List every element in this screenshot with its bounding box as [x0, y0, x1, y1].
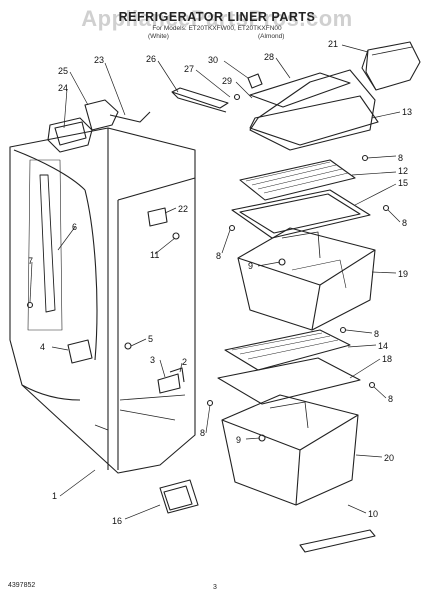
callout-number: 23 — [94, 55, 104, 65]
callout-number: 4 — [40, 342, 45, 352]
part-16-plate — [159, 479, 199, 514]
part-8-clip-e — [206, 399, 214, 407]
part-28-frame — [249, 72, 351, 108]
callout-number: 30 — [208, 55, 218, 65]
callout-number: 8 — [216, 251, 221, 261]
callout-number: 26 — [146, 54, 156, 64]
callout-number: 22 — [178, 204, 188, 214]
part-18-frame — [217, 357, 361, 405]
footer-page-number: 3 — [213, 584, 217, 591]
part-13-drawer — [249, 69, 376, 151]
callout-number: 18 — [382, 354, 392, 364]
part-15-frame — [231, 189, 371, 239]
part-14-glass-shelf — [224, 329, 351, 371]
callout-number: 28 — [264, 52, 274, 62]
callout-number: 8 — [402, 218, 407, 228]
callout-number: 14 — [378, 341, 388, 351]
control-housing — [47, 99, 119, 153]
part-8-clip-d — [339, 326, 347, 334]
variant-almond: (Almond) — [258, 33, 285, 40]
leader-lines — [29, 44, 401, 520]
part-10-trim — [299, 529, 376, 553]
part-5-plug — [124, 342, 132, 350]
diagram-subtitle: For Models: ET20TKXFW00, ET20TKXFN00 — [152, 25, 282, 32]
part-21-bin — [361, 41, 421, 91]
part-8-clip-a — [228, 224, 236, 232]
callout-number: 10 — [368, 509, 378, 519]
part-8-clip-b — [382, 204, 390, 212]
part-23-wire — [109, 111, 151, 123]
part-4-vent — [67, 339, 93, 364]
part-30-clip — [247, 73, 263, 89]
part-2-clip — [169, 367, 185, 383]
callout-number: 3 — [150, 355, 155, 365]
callout-number: 13 — [402, 107, 412, 117]
callout-number: 1 — [52, 491, 57, 501]
part-8-clip-c — [361, 154, 369, 162]
callout-number: 6 — [72, 222, 77, 232]
part-11-screw — [172, 232, 180, 240]
part-27-screw — [233, 93, 241, 101]
variant-white: (White) — [148, 33, 169, 40]
callout-number: 7 — [28, 256, 33, 266]
part-8-clip-f — [368, 381, 376, 389]
diagram-title: REFRIGERATOR LINER PARTS — [118, 10, 316, 24]
part-19-crisper-drawer — [237, 227, 376, 331]
callout-number: 15 — [398, 178, 408, 188]
watermark: AppliancePartsPros.com — [81, 6, 353, 31]
callout-number: 19 — [398, 269, 408, 279]
callout-number: 9 — [248, 261, 253, 271]
part-22-bracket — [147, 207, 168, 227]
part-26-channel — [171, 87, 229, 113]
cabinet-liner — [9, 127, 196, 474]
callout-number: 21 — [328, 39, 338, 49]
callout-number: 27 — [184, 64, 194, 74]
callout-number: 25 — [58, 66, 68, 76]
part-13-rim — [249, 95, 379, 146]
callout-number: 29 — [222, 76, 232, 86]
callout-number: 11 — [150, 250, 159, 260]
callout-number: 9 — [236, 435, 241, 445]
part-12-glass-shelf — [239, 159, 356, 201]
callout-number: 8 — [374, 329, 379, 339]
part-20-crisper-drawer — [221, 394, 359, 506]
callout-number: 5 — [148, 334, 153, 344]
callout-number: 12 — [398, 166, 408, 176]
callout-number: 24 — [58, 83, 68, 93]
callout-number: 16 — [112, 516, 122, 526]
callout-number: 20 — [384, 453, 394, 463]
callout-number: 8 — [388, 394, 393, 404]
callout-number: 2 — [182, 357, 187, 367]
callout-number: 8 — [200, 428, 205, 438]
part-3-clip — [157, 373, 181, 394]
part-15-inner — [239, 193, 361, 234]
part-7-screw — [26, 301, 34, 309]
footer-code: 4397852 — [8, 582, 36, 589]
callout-number: 8 — [398, 153, 403, 163]
